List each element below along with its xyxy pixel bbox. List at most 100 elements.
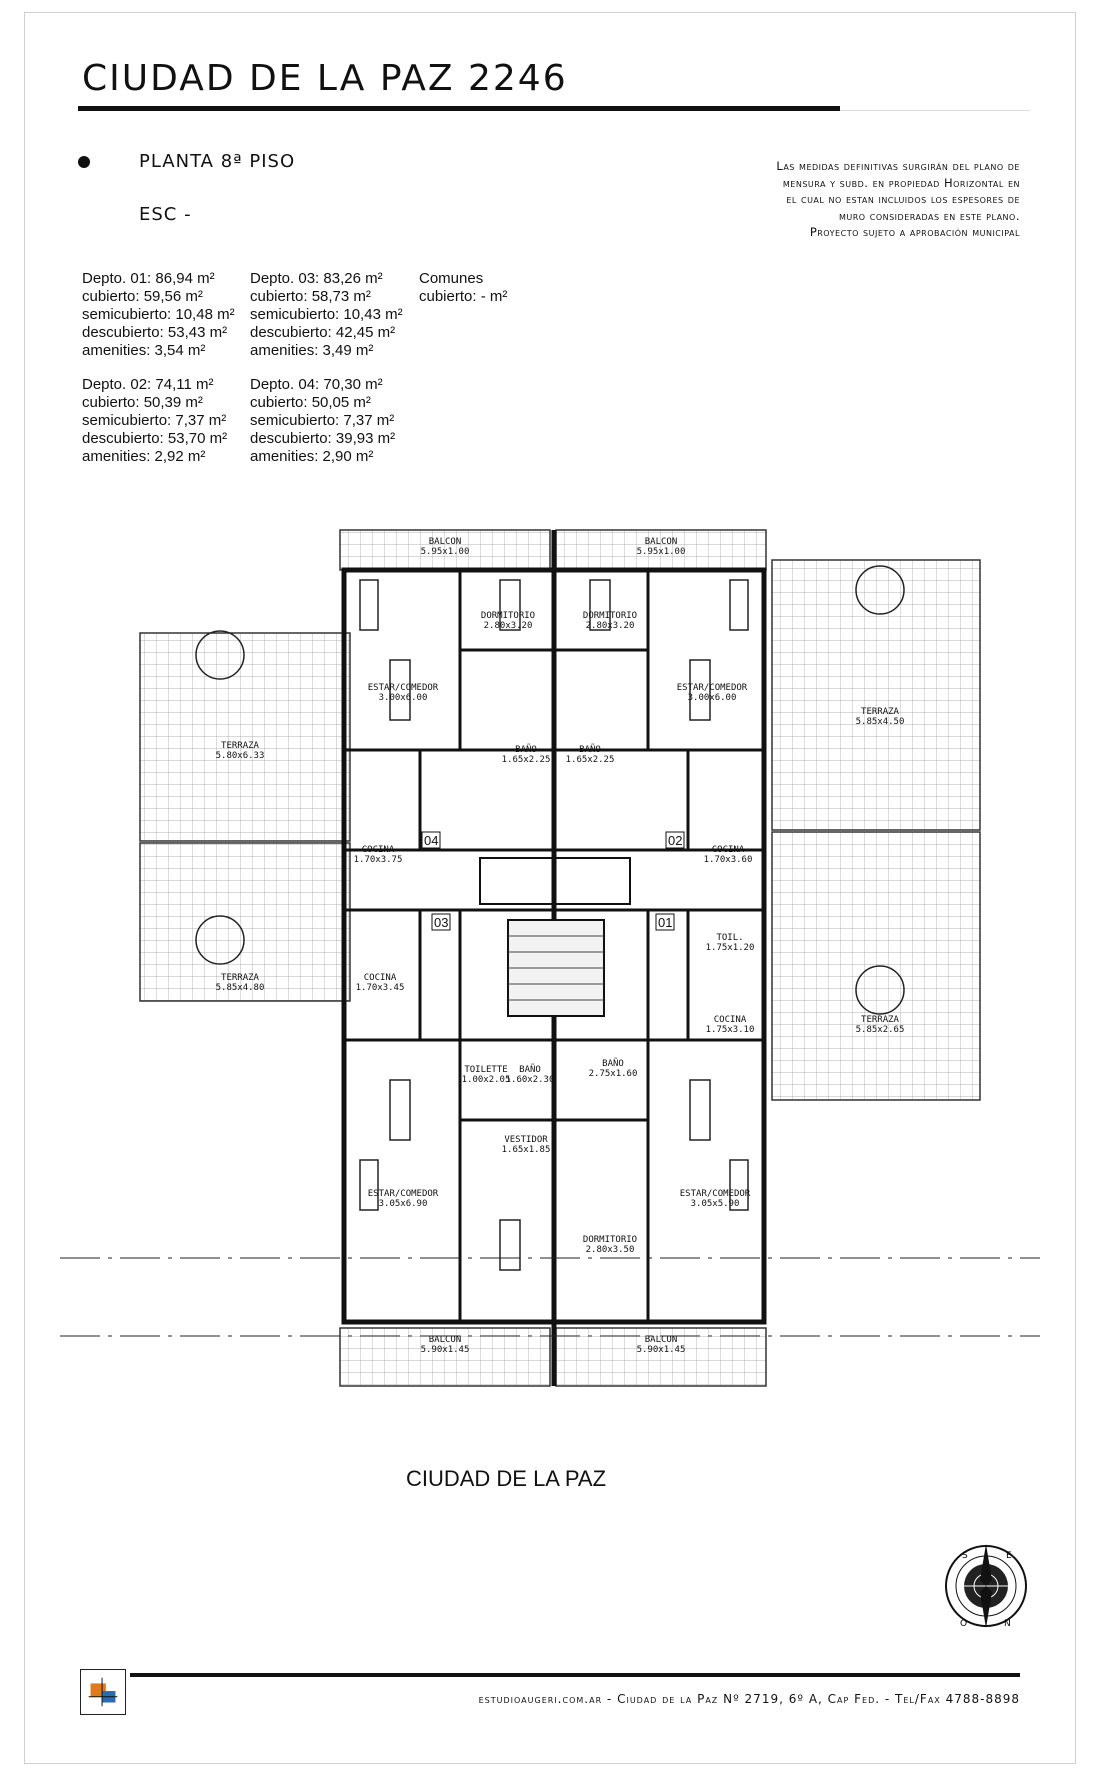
- room-size: 5.85x4.50: [856, 717, 905, 727]
- room-name: TOILETTE: [464, 1065, 507, 1075]
- area-line: amenities: 3,49 m²: [250, 342, 374, 359]
- room-name: DORMITORIO: [583, 611, 637, 621]
- area-line: Depto. 03: 83,26 m²: [250, 270, 383, 287]
- room-size: 5.90x1.45: [421, 1345, 470, 1355]
- room-name: BAÑO: [579, 744, 601, 755]
- unit-marker: 03: [434, 915, 448, 930]
- footer-rule: [130, 1673, 1020, 1677]
- unit-01-areas: Depto. 01: 86,94 m² cubierto: 59,56 m² s…: [82, 270, 235, 360]
- room-size: 1.75x1.20: [706, 943, 755, 953]
- room-name: BAÑO: [515, 744, 537, 755]
- north-compass-icon: S N E O: [945, 1544, 1027, 1629]
- note-line: mensura y subd. en propiedad Horizontal …: [782, 175, 1020, 190]
- room-name: ESTAR/COMEDOR: [680, 1189, 751, 1199]
- room-name: ESTAR/COMEDOR: [368, 1189, 439, 1199]
- room-size: 5.85x2.65: [856, 1025, 905, 1035]
- room-name: DORMITORIO: [583, 1235, 637, 1245]
- area-line: semicubierto: 10,43 m²: [250, 306, 403, 323]
- unit-marker: 02: [668, 833, 682, 848]
- room-name: DORMITORIO: [481, 611, 535, 621]
- area-line: Depto. 01: 86,94 m²: [82, 270, 215, 287]
- room-size: 2.75x1.60: [589, 1069, 638, 1079]
- room-size: 1.60x2.30: [506, 1075, 555, 1085]
- area-line: semicubierto: 7,37 m²: [82, 412, 227, 429]
- area-line: descubierto: 53,70 m²: [82, 430, 228, 447]
- area-line: amenities: 2,92 m²: [82, 448, 206, 465]
- area-line: Depto. 04: 70,30 m²: [250, 376, 383, 393]
- footer-contact: estudioaugeri.com.ar - Ciudad de la Paz …: [478, 1692, 1020, 1706]
- room-size: 1.65x2.25: [566, 755, 615, 765]
- room-size: 3.00x6.00: [688, 693, 737, 703]
- floor-label: PLANTA 8ª PISO: [139, 151, 296, 172]
- room-size: 1.70x3.60: [704, 855, 753, 865]
- bullet-icon: [78, 156, 90, 168]
- area-line: cubierto: 59,56 m²: [82, 288, 203, 305]
- compass-letter: N: [1004, 1619, 1011, 1629]
- disclaimer-note: Las medidas definitivas surgirán del pla…: [690, 158, 1020, 241]
- area-line: descubierto: 53,43 m²: [82, 324, 228, 341]
- elevator-core: [479, 857, 631, 905]
- street-label: CIUDAD DE LA PAZ: [405, 1466, 607, 1491]
- scale-label: ESC -: [139, 204, 192, 225]
- area-line: cubierto: 50,05 m²: [250, 394, 371, 411]
- room-name: COCINA: [714, 1015, 747, 1025]
- area-line: descubierto: 39,93 m²: [250, 430, 396, 447]
- room-name: BAÑO: [519, 1064, 541, 1075]
- compass-letter: S: [962, 1551, 968, 1561]
- room-size: 3.05x5.90: [691, 1199, 740, 1209]
- room-name: BAÑO: [602, 1058, 624, 1069]
- room-name: COCINA: [712, 845, 745, 855]
- area-line: cubierto: 58,73 m²: [250, 288, 371, 305]
- room-size: 1.70x3.45: [356, 983, 405, 993]
- common-areas: Comunes cubierto: - m²: [419, 270, 507, 306]
- note-line: Proyecto sujeto a aprobación municipal: [809, 225, 1020, 239]
- room-name: TERRAZA: [221, 741, 260, 751]
- room-size: 2.80x3.20: [484, 621, 533, 631]
- round-table-icon: [195, 630, 245, 680]
- room-size: 1.00x2.05: [462, 1075, 511, 1085]
- compass-letter: O: [960, 1619, 967, 1629]
- room-size: 5.80x6.33: [216, 751, 265, 761]
- room-name: TERRAZA: [861, 1015, 900, 1025]
- area-line: Comunes: [419, 270, 484, 287]
- unit-04-areas: Depto. 04: 70,30 m² cubierto: 50,05 m² s…: [250, 376, 395, 466]
- balcony-bottom-left: [339, 1327, 551, 1387]
- title-rule: [78, 106, 840, 111]
- area-line: amenities: 2,90 m²: [250, 448, 374, 465]
- terrace-left-top: [139, 632, 351, 842]
- room-size: 5.95x1.00: [421, 547, 470, 557]
- room-size: 5.95x1.00: [637, 547, 686, 557]
- note-line: muro consideradas en este plano.: [838, 208, 1020, 223]
- unit-marker: 04: [424, 833, 438, 848]
- round-table-icon: [855, 965, 905, 1015]
- area-line: semicubierto: 10,48 m²: [82, 306, 235, 323]
- room-name: COCINA: [364, 973, 397, 983]
- room-size: 5.90x1.45: [637, 1345, 686, 1355]
- room-name: COCINA: [362, 845, 395, 855]
- area-line: amenities: 3,54 m²: [82, 342, 206, 359]
- area-line: cubierto: 50,39 m²: [82, 394, 203, 411]
- area-line: semicubierto: 7,37 m²: [250, 412, 395, 429]
- floor-plan: BALCON 5.95x1.00 BALCON 5.95x1.00 DORMIT…: [60, 529, 1040, 1387]
- room-size: 1.65x1.85: [502, 1145, 551, 1155]
- room-name: BALCON: [645, 537, 678, 547]
- room-size: 3.00x6.00: [379, 693, 428, 703]
- street-name: CIUDAD DE LA PAZ: [0, 1466, 1100, 1492]
- area-line: cubierto: - m²: [419, 288, 508, 305]
- area-line: Depto. 02: 74,11 m²: [82, 376, 214, 393]
- compass-letter: E: [1006, 1551, 1012, 1561]
- room-name: ESTAR/COMEDOR: [368, 683, 439, 693]
- room-size: 1.70x3.75: [354, 855, 403, 865]
- title-rule-thin: [840, 110, 1030, 111]
- room-name: BALCON: [645, 1335, 678, 1345]
- studio-logo: [80, 1669, 126, 1715]
- balcony-top-right: [555, 529, 767, 571]
- terrace-right-top: [771, 559, 981, 831]
- room-name: TOIL.: [716, 933, 743, 943]
- unit-02-areas: Depto. 02: 74,11 m² cubierto: 50,39 m² s…: [82, 376, 227, 466]
- room-size: 5.85x4.80: [216, 983, 265, 993]
- note-line: el cual no estan incluidos los espesores…: [786, 192, 1020, 206]
- room-name: BALCON: [429, 1335, 462, 1345]
- round-table-icon: [195, 915, 245, 965]
- room-size: 1.65x2.25: [502, 755, 551, 765]
